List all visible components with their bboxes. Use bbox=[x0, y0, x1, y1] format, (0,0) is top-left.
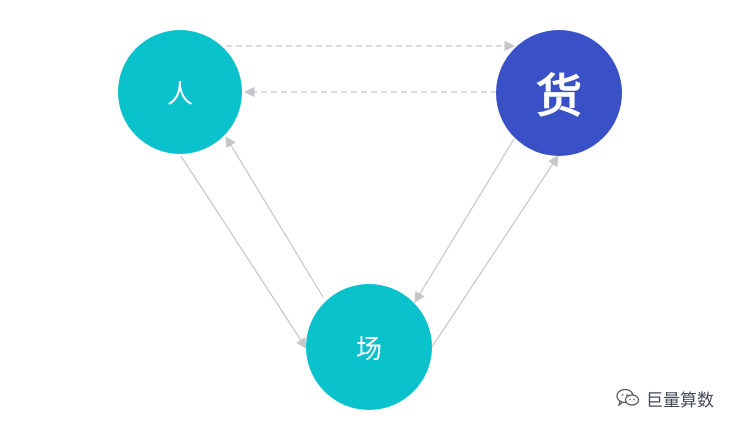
wechat-icon bbox=[616, 388, 640, 407]
arrow-chang-to-huo bbox=[431, 155, 559, 348]
node-ren: 人 bbox=[118, 30, 242, 154]
watermark: 巨量算数 bbox=[616, 386, 714, 411]
arrow-ren-to-chang bbox=[180, 155, 307, 349]
node-huo: 货 bbox=[496, 30, 622, 156]
arrow-huo-to-chang bbox=[414, 138, 515, 303]
watermark-text: 巨量算数 bbox=[646, 390, 714, 411]
node-huo-label: 货 bbox=[536, 69, 582, 123]
arrow-chang-to-ren bbox=[225, 136, 324, 298]
node-chang-label: 场 bbox=[355, 334, 382, 365]
node-ren-label: 人 bbox=[166, 79, 193, 110]
node-chang: 场 bbox=[306, 284, 432, 410]
